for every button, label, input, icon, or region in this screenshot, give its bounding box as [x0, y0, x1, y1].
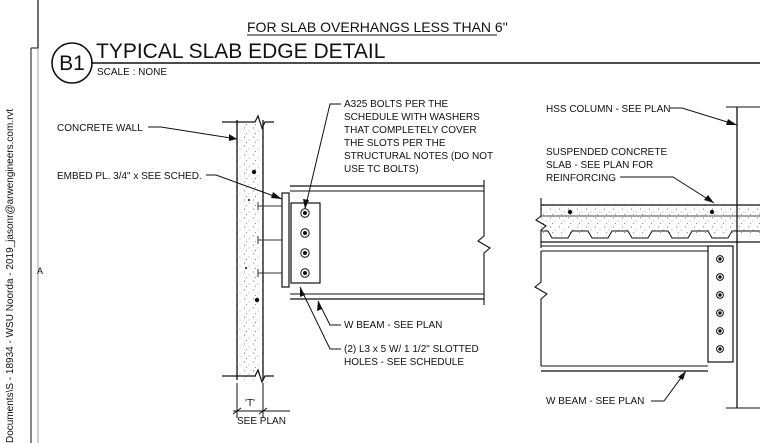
callout-bolts-line: SCHEDULE WITH WASHERS: [344, 112, 480, 123]
callout-bolts-line: THAT COMPLETELY COVER: [344, 125, 477, 136]
wall-dimension: [232, 383, 290, 418]
leader-hss-column: [670, 107, 738, 126]
wall-break-bottom: [222, 368, 274, 384]
concrete-wall: [237, 120, 263, 380]
sheet-frame: [30, 0, 39, 443]
left-detail: 'T' SEE PLAN CONCRETE WALL EMBED PL. 3/4…: [57, 99, 493, 427]
leader-bolts: [304, 103, 341, 210]
callout-w-beam-left: W BEAM - SEE PLAN: [344, 320, 442, 331]
scale-label: SCALE : NONE: [97, 67, 167, 78]
wall-break-top: [222, 114, 274, 130]
w-beam-right: [534, 245, 708, 372]
hss-column: [726, 106, 760, 409]
leader-w-beam-left: [317, 300, 341, 326]
embed-studs: [257, 202, 282, 277]
leader-embed-plate: [206, 174, 283, 200]
right-detail: HSS COLUMN - SEE PLAN SUSPENDED CONCRETE…: [534, 104, 760, 409]
concrete-slab: [541, 205, 760, 235]
callout-bolts-line: STRUCTURAL NOTES (DO NOT: [344, 151, 493, 162]
callout-bolts-line: A325 BOLTS PER THE: [344, 99, 448, 110]
bolt-group: [300, 208, 310, 278]
slab-break: [535, 198, 547, 248]
callout-slab: SUSPENDED CONCRETE: [546, 147, 667, 158]
callout-bolts-line: THE SLOTS PER THE: [344, 138, 446, 149]
w-beam-left: [290, 180, 491, 305]
metal-deck: [541, 230, 760, 239]
embed-plate: [281, 192, 290, 288]
leader-slab: [620, 176, 715, 204]
shear-tab: [707, 245, 734, 363]
callout-bolts-line: USE TC BOLTS): [344, 164, 419, 175]
dimension-note: SEE PLAN: [237, 416, 286, 427]
callout-hss-column: HSS COLUMN - SEE PLAN: [546, 104, 670, 115]
leader-concrete-wall: [148, 126, 238, 140]
callout-embed-plate: EMBED PL. 3/4" x SEE SCHED.: [57, 171, 202, 182]
top-note: FOR SLAB OVERHANGS LESS THAN 6": [247, 19, 508, 35]
grid-row-mark: A: [37, 266, 43, 276]
callout-slab: SLAB - SEE PLAN FOR: [546, 160, 653, 171]
callout-angles: (2) L3 x 5 W/ 1 1/2" SLOTTED: [344, 344, 479, 355]
detail-title: TYPICAL SLAB EDGE DETAIL: [96, 40, 385, 63]
file-path-label: Documents\S - 18934 - WSU Noorda - 2019_…: [5, 109, 16, 443]
callout-w-beam-right: W BEAM - SEE PLAN: [546, 396, 644, 407]
leader-angles: [299, 286, 341, 350]
callout-bolts: A325 BOLTS PER THE SCHEDULE WITH WASHERS…: [344, 99, 493, 175]
callout-angles: HOLES - SEE SCHEDULE: [344, 357, 464, 368]
leader-w-beam-right: [651, 370, 687, 402]
detail-id: B1: [59, 52, 85, 75]
callout-concrete-wall: CONCRETE WALL: [57, 123, 143, 134]
dimension-value: 'T': [245, 398, 255, 409]
callout-slab: REINFORCING: [546, 173, 616, 184]
bolt-group-right: [716, 255, 724, 353]
